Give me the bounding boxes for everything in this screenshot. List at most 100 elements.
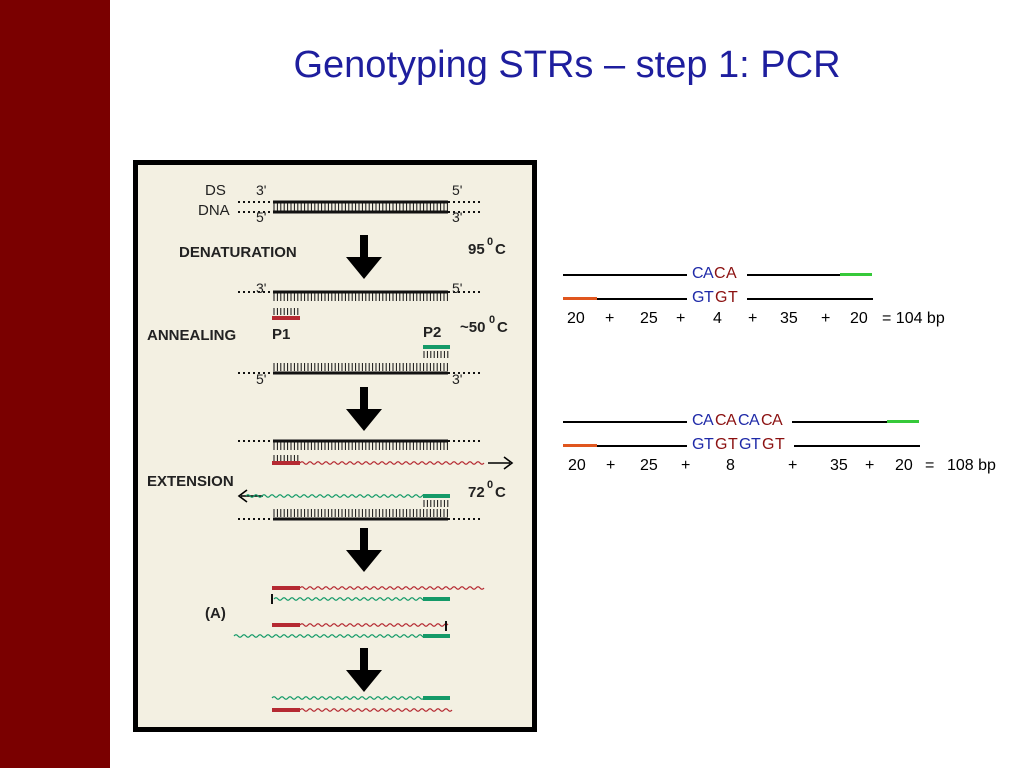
primer-p1-bases xyxy=(273,308,299,315)
extension-label: EXTENSION xyxy=(147,473,234,490)
ext-direction-right-arrow xyxy=(488,456,514,470)
product-a1-green-strand xyxy=(273,597,427,601)
annealing-arrow xyxy=(346,387,382,431)
d1-top-base-4: A xyxy=(726,265,737,282)
d2-plus-3: + xyxy=(788,457,798,474)
primer-p1-label: P1 xyxy=(272,326,290,343)
ds-dna-base-pairs xyxy=(273,203,448,212)
panel-a-label: (A) xyxy=(205,605,226,622)
d2-top-base-8: A xyxy=(772,412,783,429)
d1-bottom-red-primer xyxy=(563,297,597,300)
d2-total: 108 bp xyxy=(947,457,996,474)
temp-72-degree: 0 xyxy=(487,479,493,491)
d1-plus-3: + xyxy=(748,310,758,327)
d2-plus-1: + xyxy=(606,457,616,474)
d2-bottom-base-1: G xyxy=(692,436,705,453)
end-label-3-bottom: 3' xyxy=(452,209,462,225)
d2-length-4: 35 xyxy=(830,457,848,474)
d1-top-right-strand xyxy=(747,274,840,276)
ann-end-5-bottom: 5' xyxy=(256,371,266,387)
final-red-strand xyxy=(299,708,453,712)
d1-bottom-base-1: G xyxy=(692,289,705,306)
d2-bottom-base-8: T xyxy=(775,436,785,453)
end-label-5-bottom: 5' xyxy=(256,209,266,225)
d2-bottom-base-7: G xyxy=(762,436,775,453)
d1-plus-2: + xyxy=(676,310,686,327)
d1-length-2: 25 xyxy=(640,310,658,327)
d2-top-base-3: C xyxy=(715,412,727,429)
d1-total: = 104 bp xyxy=(882,310,945,327)
temp-72-unit: C xyxy=(495,484,506,501)
d2-top-base-4: A xyxy=(726,412,737,429)
d1-top-left-strand xyxy=(563,274,687,276)
pcr-figure: DS DNA 3' 5' 5' 3' DENATURATION 95 0 C 3… xyxy=(133,160,537,732)
ext-new-strand-right xyxy=(299,461,485,465)
d1-bottom-base-3: G xyxy=(715,289,728,306)
d2-bottom-base-5: G xyxy=(739,436,752,453)
d1-top-base-1: C xyxy=(692,265,704,282)
d2-plus-2: + xyxy=(681,457,691,474)
d2-bottom-base-6: T xyxy=(751,436,761,453)
d2-top-base-1: C xyxy=(692,412,704,429)
d2-top-right-strand xyxy=(792,421,887,423)
d2-top-left-strand xyxy=(563,421,687,423)
ann-end-3-top: 3' xyxy=(256,280,266,296)
temp-72: 72 xyxy=(468,484,485,501)
d2-bottom-base-4: T xyxy=(728,436,738,453)
d2-top-green-primer xyxy=(887,420,919,423)
temp-95-degree: 0 xyxy=(487,236,493,248)
d1-top-base-3: C xyxy=(714,265,726,282)
d2-bottom-base-2: T xyxy=(704,436,714,453)
d2-length-2: 25 xyxy=(640,457,658,474)
temp-50: ~50 xyxy=(460,319,485,336)
d1-length-4: 35 xyxy=(780,310,798,327)
d2-bottom-left-strand xyxy=(597,445,687,447)
ext-top-bases xyxy=(273,442,448,450)
primer-p2-bases xyxy=(423,351,449,358)
d2-length-5: 20 xyxy=(895,457,913,474)
ann-end-3-bottom: 3' xyxy=(452,371,462,387)
d2-plus-4: + xyxy=(865,457,875,474)
d1-bottom-left-strand xyxy=(597,298,687,300)
ext-new-strand-left xyxy=(245,494,427,498)
final-green-strand xyxy=(271,696,425,700)
slide-title: Genotyping STRs – step 1: PCR xyxy=(293,44,841,86)
primer-p2-label: P2 xyxy=(423,324,441,341)
sidebar-band xyxy=(0,0,110,768)
annealing-label: ANNEALING xyxy=(147,327,236,344)
ext-direction-left-arrow xyxy=(237,489,263,503)
d2-bottom-right-strand xyxy=(794,445,920,447)
d1-plus-4: + xyxy=(821,310,831,327)
temp-95-unit: C xyxy=(495,241,506,258)
ann-end-5-top: 5' xyxy=(452,280,462,296)
ext-bottom-bases xyxy=(273,509,448,517)
pcr-figure-drawing: DS DNA 3' 5' 5' 3' DENATURATION 95 0 C 3… xyxy=(147,182,514,712)
denaturation-label: DENATURATION xyxy=(179,244,297,261)
temp-50-unit: C xyxy=(497,319,508,336)
d1-plus-1: + xyxy=(605,310,615,327)
d1-bottom-base-2: T xyxy=(704,289,714,306)
d2-equals: = xyxy=(925,457,935,474)
product-a2-red-strand xyxy=(299,623,449,627)
ext-p1-bases xyxy=(273,455,299,462)
d1-length-5: 20 xyxy=(850,310,868,327)
end-label-5-top: 5' xyxy=(452,182,462,198)
d2-length-3: 8 xyxy=(726,457,735,474)
d1-top-green-primer xyxy=(840,273,872,276)
d2-bottom-base-3: G xyxy=(715,436,728,453)
d2-top-base-6: A xyxy=(749,412,760,429)
d1-top-base-2: A xyxy=(703,265,714,282)
d2-top-base-2: A xyxy=(703,412,714,429)
extension-arrow xyxy=(346,528,382,572)
d2-top-base-5: C xyxy=(738,412,750,429)
temp-95: 95 xyxy=(468,241,485,258)
d1-bottom-right-strand xyxy=(747,298,873,300)
product-a2-green-strand xyxy=(233,634,427,638)
dna-label: DNA xyxy=(198,202,230,219)
ext-p2-bases xyxy=(423,500,449,507)
product-a1-red-strand xyxy=(299,586,485,590)
d1-bottom-base-4: T xyxy=(728,289,738,306)
d2-length-1: 20 xyxy=(568,457,586,474)
d1-length-3: 4 xyxy=(713,310,722,327)
